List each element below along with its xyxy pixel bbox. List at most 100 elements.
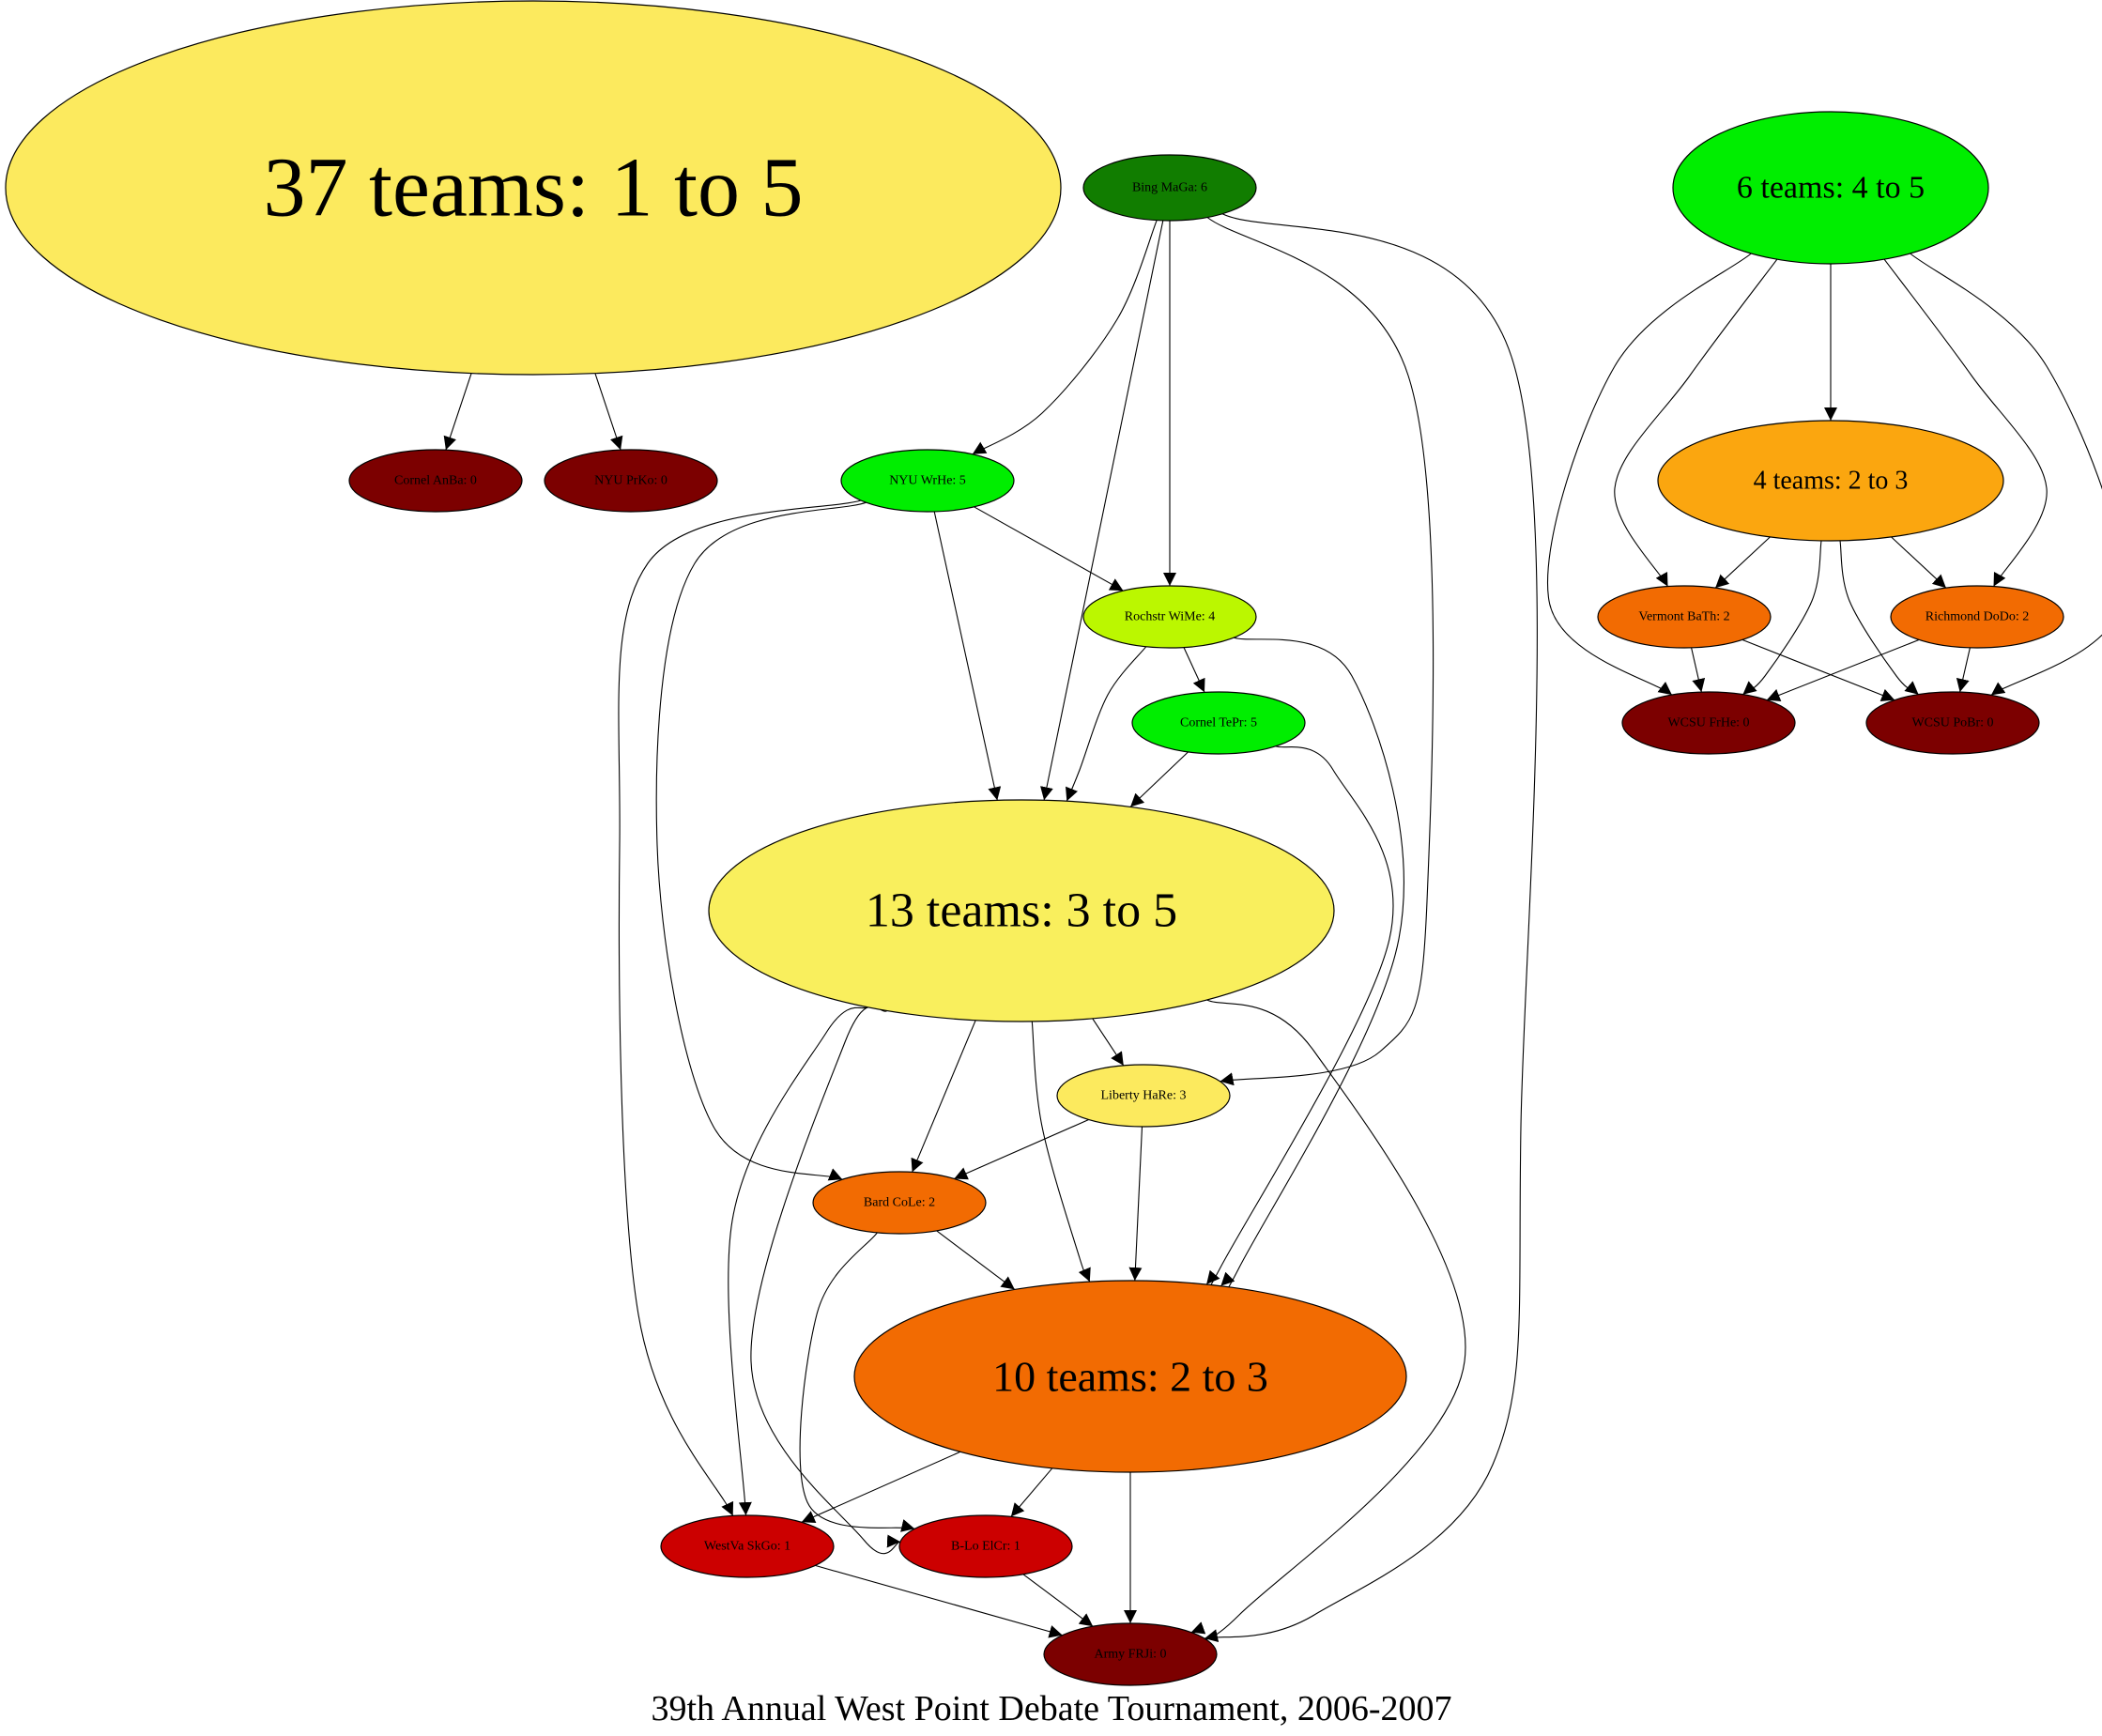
node-label-wcsupobr: WCSU PoBr: 0 [1911, 716, 1993, 730]
edge-bing-to-nyuwrhe [972, 220, 1158, 455]
node-ellipse-bing [1082, 154, 1257, 222]
node-ellipse-n37 [5, 0, 1062, 376]
node-label-cornelte: Cornel TePr: 5 [1180, 716, 1257, 730]
node-label-liberty: Liberty HaRe: 3 [1101, 1089, 1187, 1103]
edge-n13-to-liberty [1092, 1018, 1125, 1067]
node-bard: Bard CoLe: 2 [812, 1171, 987, 1235]
node-label-westva: WestVa SkGo: 1 [704, 1540, 790, 1554]
nodes-layer: 37 teams: 1 to 5 Bing MaGa: 6 6 teams: 4 t… [5, 0, 2064, 1686]
edge-n4-to-wcsufrhe [1742, 540, 1822, 696]
node-ellipse-n6 [1672, 111, 1989, 265]
node-label-bing: Bing MaGa: 6 [1132, 181, 1207, 195]
node-nyuwrhe: NYU WrHe: 5 [840, 449, 1015, 513]
edge-vermont-to-wcsupobr [1741, 638, 1895, 701]
edge-liberty-to-bard [954, 1118, 1089, 1180]
node-ellipse-wcsufrhe [1621, 691, 1796, 755]
node-vermont: Vermont BaTh: 2 [1597, 585, 1772, 649]
node-label-richmond: Richmond DoDo: 2 [1926, 610, 2029, 624]
node-wcsupobr: WCSU PoBr: 0 [1865, 691, 2040, 755]
node-ellipse-westva [660, 1514, 835, 1578]
node-label-bard: Bard CoLe: 2 [864, 1196, 935, 1210]
node-nyuprko: NYU PrKo: 0 [544, 449, 718, 513]
edge-blo-to-army [1022, 1574, 1094, 1627]
node-ellipse-n13 [708, 799, 1335, 1022]
node-ellipse-blo [898, 1514, 1073, 1578]
node-ellipse-army [1043, 1622, 1218, 1686]
node-label-n6: 6 teams: 4 to 5 [1737, 171, 1925, 206]
node-n13: 13 teams: 3 to 5 [708, 799, 1335, 1022]
node-label-rochstr: Rochstr WiMe: 4 [1125, 610, 1215, 624]
edge-nyuwrhe-to-rochstr [974, 506, 1124, 591]
node-ellipse-rochstr [1082, 585, 1257, 649]
node-bing: Bing MaGa: 6 [1082, 154, 1257, 222]
edge-bard-to-blo [799, 1232, 915, 1532]
node-label-army: Army FRJi: 0 [1094, 1648, 1166, 1662]
edge-n37-to-nyuprko [594, 373, 623, 451]
edge-n10-to-westva [801, 1451, 961, 1524]
node-label-wcsufrhe: WCSU FrHe: 0 [1667, 716, 1749, 730]
node-army: Army FRJi: 0 [1043, 1622, 1218, 1686]
node-ellipse-bard [812, 1171, 987, 1235]
edge-rochstr-to-cornelte [1183, 647, 1205, 693]
edge-richmond-to-wcsupobr [1956, 647, 1971, 693]
edge-n10-to-blo [1010, 1467, 1053, 1517]
node-blo: B-Lo ElCr: 1 [898, 1514, 1073, 1578]
edge-cornelte-to-n13 [1129, 751, 1189, 807]
edge-nyuwrhe-to-n13 [933, 511, 1002, 801]
graph-title: 39th Annual West Point Debate Tournament… [651, 1689, 1451, 1728]
edge-bing-to-liberty [1206, 217, 1435, 1086]
node-label-n13: 13 teams: 3 to 5 [866, 884, 1177, 938]
node-ellipse-nyuwrhe [840, 449, 1015, 513]
edge-n37-to-cornelab [443, 373, 472, 451]
node-n6: 6 teams: 4 to 5 [1672, 111, 1989, 265]
edge-bing-to-n13 [1040, 220, 1164, 801]
node-richmond: Richmond DoDo: 2 [1890, 585, 2064, 649]
edge-n13-to-n10 [1031, 1021, 1091, 1283]
node-label-nyuprko: NYU PrKo: 0 [594, 474, 667, 488]
node-ellipse-cornelab [348, 449, 523, 513]
node-cornelte: Cornel TePr: 5 [1131, 691, 1306, 755]
edge-bard-to-n10 [936, 1230, 1016, 1290]
node-label-n4: 4 teams: 2 to 3 [1754, 467, 1909, 496]
node-label-blo: B-Lo ElCr: 1 [951, 1540, 1020, 1554]
edge-n13-to-army [1190, 999, 1466, 1641]
edges-layer [443, 213, 2102, 1643]
node-n10: 10 teams: 2 to 3 [853, 1280, 1407, 1473]
node-ellipse-vermont [1597, 585, 1772, 649]
edge-n6-to-wcsupobr [1910, 253, 2102, 696]
edge-bing-to-army [1204, 213, 1538, 1643]
edge-liberty-to-n10 [1128, 1126, 1143, 1282]
node-label-nyuwrhe: NYU WrHe: 5 [889, 474, 966, 488]
edge-nyuwrhe-to-westva [618, 499, 862, 1516]
edge-n13-to-blo [750, 1006, 901, 1555]
node-wcsufrhe: WCSU FrHe: 0 [1621, 691, 1796, 755]
edge-n13-to-westva [728, 1006, 868, 1516]
edge-n4-to-richmond [1891, 536, 1947, 589]
node-n37: 37 teams: 1 to 5 [5, 0, 1062, 376]
node-label-cornelab: Cornel AnBa: 0 [394, 474, 477, 488]
node-ellipse-richmond [1890, 585, 2064, 649]
edge-n6-to-vermont [1614, 258, 1778, 587]
edge-rochstr-to-n10 [1219, 637, 1404, 1299]
node-ellipse-cornelte [1131, 691, 1306, 755]
edge-richmond-to-wcsufrhe [1766, 638, 1920, 701]
node-ellipse-n4 [1657, 420, 2004, 542]
edge-n13-to-bard [911, 1020, 976, 1173]
edge-n6-to-wcsufrhe [1547, 253, 1752, 696]
edge-n6-to-richmond [1883, 258, 2048, 587]
node-westva: WestVa SkGo: 1 [660, 1514, 835, 1578]
node-ellipse-wcsupobr [1865, 691, 2040, 755]
node-label-vermont: Vermont BaTh: 2 [1638, 610, 1729, 624]
edge-vermont-to-wcsufrhe [1691, 647, 1706, 693]
edge-westva-to-army [815, 1564, 1063, 1638]
edge-nyuwrhe-to-bard [655, 501, 867, 1181]
node-rochstr: Rochstr WiMe: 4 [1082, 585, 1257, 649]
node-ellipse-nyuprko [544, 449, 718, 513]
edge-n4-to-wcsupobr [1839, 540, 1919, 696]
node-cornelab: Cornel AnBa: 0 [348, 449, 523, 513]
node-ellipse-n10 [853, 1280, 1407, 1473]
edge-n4-to-vermont [1714, 536, 1771, 589]
node-label-n10: 10 teams: 2 to 3 [992, 1353, 1268, 1401]
node-liberty: Liberty HaRe: 3 [1056, 1064, 1231, 1128]
